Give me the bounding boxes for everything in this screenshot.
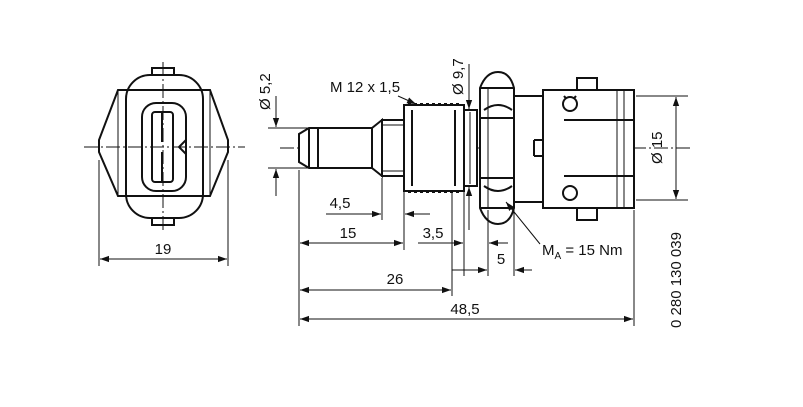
dimension-label-15: 15 xyxy=(340,225,357,242)
dimension-label-dia-15: Ø 15 xyxy=(649,131,666,164)
part-number: 0 280 130 039 xyxy=(668,232,685,328)
dimension-label-26: 26 xyxy=(387,271,404,288)
dimension-label-48-5: 48,5 xyxy=(450,301,479,318)
connector-front-view xyxy=(84,62,245,232)
dimension-length-5: 5 xyxy=(452,251,532,274)
thread-spec-label: M 12 x 1,5 xyxy=(330,79,400,96)
dimension-label-3-5: 3,5 xyxy=(423,225,444,242)
sensor-side-view xyxy=(280,70,690,226)
dimension-diameter-15: Ø 15 xyxy=(636,95,688,201)
torque-label: MA = 15 Nm xyxy=(542,242,622,262)
dimension-width-19: 19 xyxy=(98,160,229,266)
dimension-label-dia-9-7: Ø 9,7 xyxy=(450,58,467,95)
dimension-label-19: 19 xyxy=(155,241,172,258)
dimension-length-15: 15 xyxy=(300,225,403,247)
dimension-length-48-5: 48,5 xyxy=(300,301,633,323)
extension-lines xyxy=(298,170,635,326)
dimension-diameter-5-2: Ø 5,2 xyxy=(257,73,309,196)
dimension-diameter-9-7: Ø 9,7 xyxy=(450,58,473,230)
thread-callout: M 12 x 1,5 xyxy=(330,79,417,105)
dimension-label-5: 5 xyxy=(497,251,505,268)
torque-callout: MA = 15 Nm xyxy=(505,201,622,262)
dimension-label-4-5: 4,5 xyxy=(330,195,351,212)
dimension-length-26: 26 xyxy=(300,271,451,294)
dimension-length-3-5: 3,5 xyxy=(418,225,508,247)
dimension-length-4-5: 4,5 xyxy=(326,195,430,218)
dimension-label-dia-5-2: Ø 5,2 xyxy=(257,73,274,110)
